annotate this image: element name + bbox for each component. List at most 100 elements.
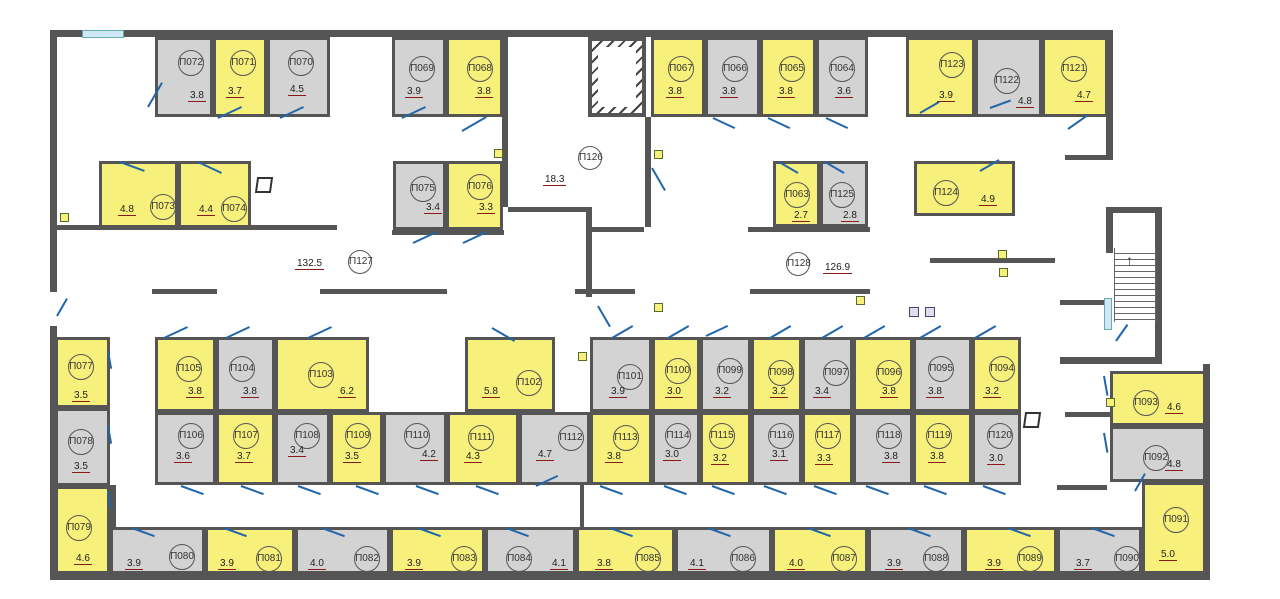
hall-number: П127 [348,250,373,274]
room-П102[interactable]: П102 5.8 [465,337,555,412]
room-number: П118 [876,423,902,449]
room-area: 3.0 [665,386,683,398]
room-area: 3.8 [188,90,206,102]
room-number: П102 [516,370,542,396]
wall [575,289,635,294]
room-area: 3.9 [405,86,423,98]
door-swing [56,298,68,317]
room-number: П119 [926,423,952,449]
room-area: 3.9 [885,558,903,570]
room-area: 3.7 [235,451,253,463]
room-area: 3.2 [711,453,729,465]
wall [110,485,116,527]
room-number: П120 [987,423,1013,449]
door-swing [1115,324,1129,342]
room-area: 4.1 [688,558,706,570]
room-area: 3.8 [475,86,493,98]
room-П107[interactable]: П107 3.7 [216,412,275,485]
room-number: П064 [829,56,855,82]
door-swing [599,485,623,496]
wall [50,326,57,576]
door-swing [180,485,204,496]
room-area: 3.5 [72,390,90,402]
room-area: 3.8 [880,386,898,398]
door-swing [705,324,729,337]
room-area: 3.2 [983,386,1001,398]
room-number: П087 [831,546,857,572]
room-area: 5.8 [482,386,500,398]
door-swing [663,485,687,496]
staircase[interactable] [1114,248,1156,322]
room-number: П124 [933,180,959,206]
room-number: П096 [876,360,902,386]
room-area: 3.2 [713,386,731,398]
wall [57,225,337,230]
room-area: 3.7 [1074,558,1092,570]
room-number: П089 [1017,546,1043,572]
room-number: П091 [1163,507,1189,533]
door-swing [297,485,321,496]
room-area: 4.8 [1016,96,1034,108]
room-number: П107 [233,423,259,449]
door-swing [240,485,264,496]
room-area: 3.4 [288,445,306,457]
wall [50,30,57,292]
